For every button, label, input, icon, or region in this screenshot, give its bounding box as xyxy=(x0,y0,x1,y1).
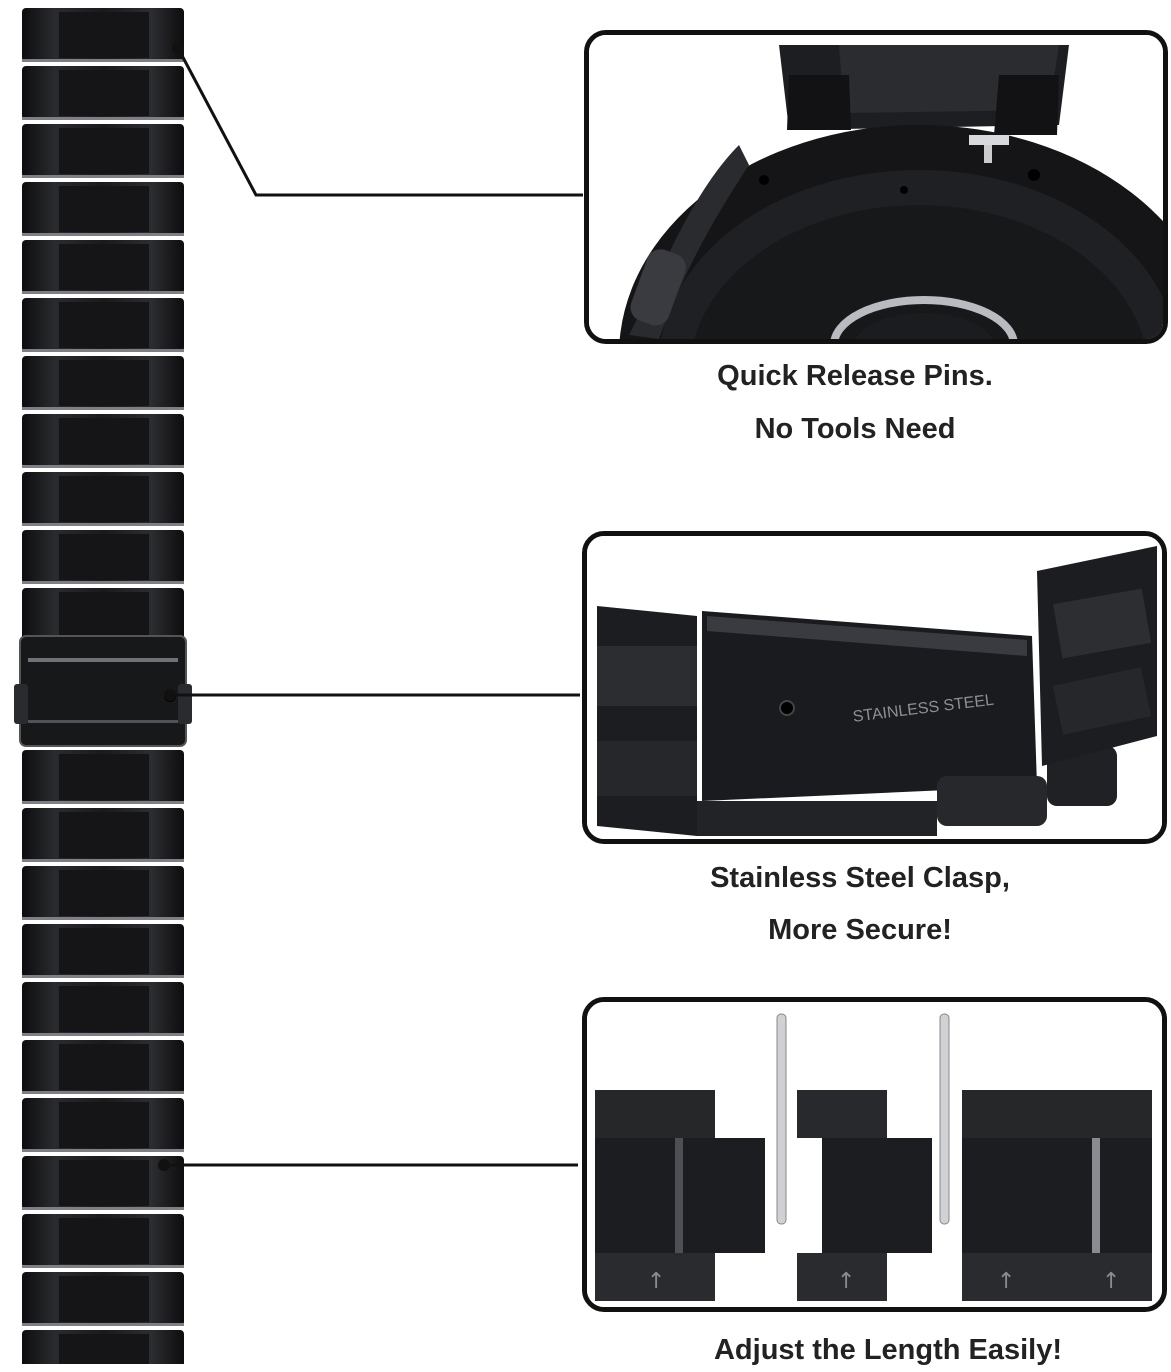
callout-line-top xyxy=(176,47,583,197)
svg-text:↑: ↑ xyxy=(837,1269,855,1294)
pins-caption-line1: Quick Release Pins. xyxy=(717,360,993,392)
clasp-closeup-image: STAINLESS STEEL xyxy=(587,536,1162,839)
link-removal-image: ↑ ↑ ↑ ↑ xyxy=(587,1002,1162,1307)
clasp-panel: STAINLESS STEEL xyxy=(582,531,1167,844)
svg-text:↑: ↑ xyxy=(997,1269,1015,1294)
adjust-length-panel: ↑ ↑ ↑ ↑ xyxy=(582,997,1167,1312)
watch-band-image xyxy=(14,8,192,1364)
clasp xyxy=(19,635,187,747)
adjust-caption-line1: Adjust the Length Easily! xyxy=(713,1334,1063,1366)
clasp-caption-line2: More Secure! xyxy=(768,914,952,946)
clasp-caption-line1: Stainless Steel Clasp, xyxy=(710,862,1010,894)
svg-text:↑: ↑ xyxy=(647,1269,665,1294)
watch-back-image xyxy=(589,35,1163,339)
quick-release-pins-panel xyxy=(584,30,1168,344)
svg-text:↑: ↑ xyxy=(1102,1269,1120,1294)
pins-caption-line2: No Tools Need xyxy=(754,413,956,445)
